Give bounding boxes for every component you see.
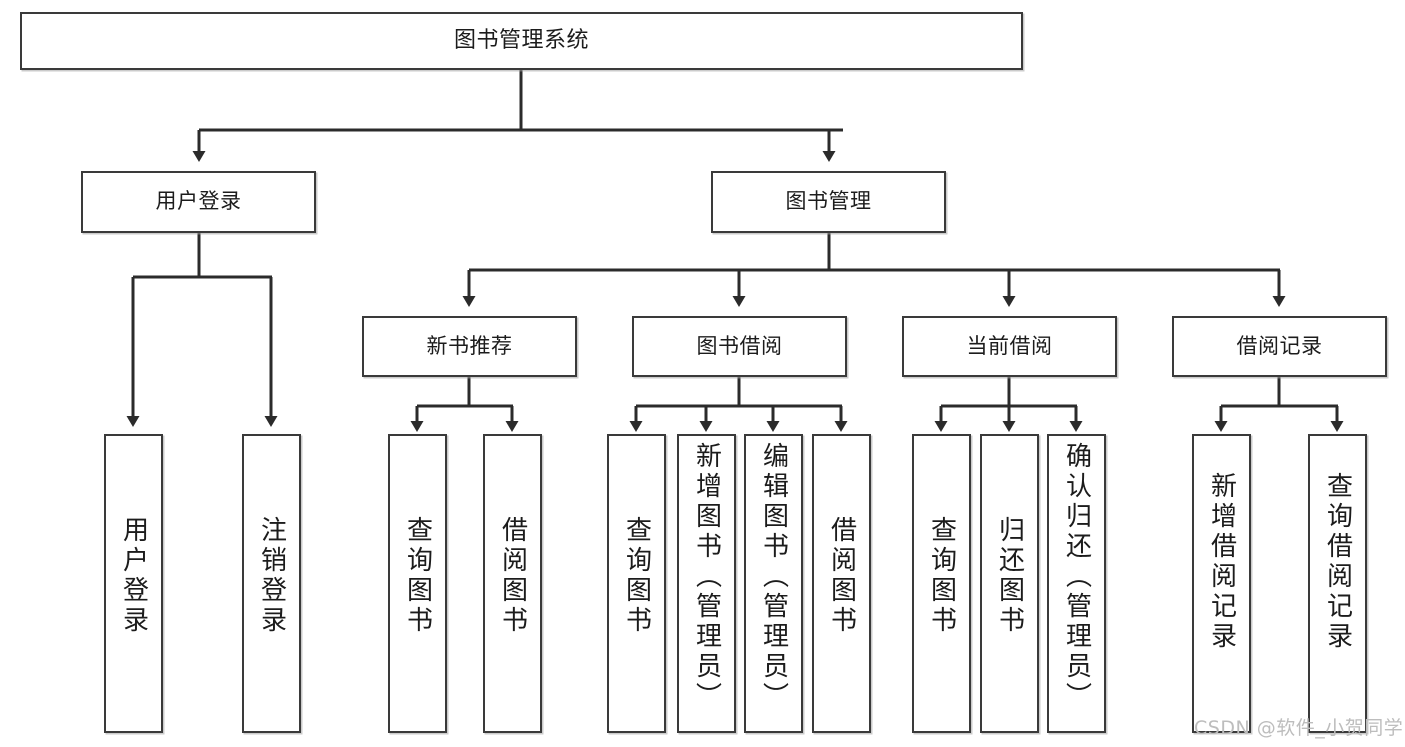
leaf-add-borrow-record[interactable]: 新增借阅记录 — [1192, 434, 1251, 733]
node-label: 借阅图书 — [826, 516, 857, 636]
node-label: 图书管理系统 — [453, 27, 589, 53]
leaf-edit-book-admin[interactable]: 编辑图书（管理员） — [744, 434, 803, 733]
leaf-user-login[interactable]: 用户登录 — [104, 434, 163, 733]
node-label: 确认归还（管理员） — [1061, 442, 1092, 712]
leaf-query-book-current[interactable]: 查询图书 — [912, 434, 971, 733]
node-label: 当前借阅 — [966, 333, 1053, 358]
node-new-book-recommend[interactable]: 新书推荐 — [362, 316, 577, 377]
node-label: 查询借阅记录 — [1322, 472, 1353, 652]
leaf-add-book-admin[interactable]: 新增图书（管理员） — [677, 434, 736, 733]
node-label: 查询图书 — [926, 516, 957, 636]
node-label: 用户登录 — [155, 189, 242, 214]
node-label: 借阅图书 — [497, 516, 528, 636]
node-book-management[interactable]: 图书管理 — [711, 171, 946, 233]
leaf-query-book-recommend[interactable]: 查询图书 — [388, 434, 447, 733]
leaf-confirm-return-admin[interactable]: 确认归还（管理员） — [1047, 434, 1106, 733]
leaf-query-book-borrow[interactable]: 查询图书 — [607, 434, 666, 733]
node-book-borrow[interactable]: 图书借阅 — [632, 316, 847, 377]
leaf-query-borrow-record[interactable]: 查询借阅记录 — [1308, 434, 1367, 733]
node-label: 查询图书 — [621, 516, 652, 636]
node-label: 借阅记录 — [1236, 333, 1323, 358]
node-label: 图书管理 — [785, 189, 872, 214]
node-label: 新增借阅记录 — [1206, 472, 1237, 652]
node-label: 归还图书 — [994, 516, 1025, 636]
node-borrow-record[interactable]: 借阅记录 — [1172, 316, 1387, 377]
node-root-book-management-system[interactable]: 图书管理系统 — [20, 12, 1023, 70]
node-label: 图书借阅 — [696, 333, 783, 358]
leaf-logout-login[interactable]: 注销登录 — [242, 434, 301, 733]
node-label: 查询图书 — [402, 516, 433, 636]
node-label: 新书推荐 — [426, 333, 513, 358]
leaf-borrow-book-recommend[interactable]: 借阅图书 — [483, 434, 542, 733]
node-label: 注销登录 — [256, 516, 287, 636]
leaf-return-book[interactable]: 归还图书 — [980, 434, 1039, 733]
node-label: 编辑图书（管理员） — [758, 442, 789, 712]
watermark-text: CSDN @软件_小贺同学 — [1194, 717, 1404, 739]
leaf-borrow-book-borrow[interactable]: 借阅图书 — [812, 434, 871, 733]
node-label: 新增图书（管理员） — [691, 442, 722, 712]
node-current-borrow[interactable]: 当前借阅 — [902, 316, 1117, 377]
node-label: 用户登录 — [118, 516, 149, 636]
node-user-login[interactable]: 用户登录 — [81, 171, 316, 233]
